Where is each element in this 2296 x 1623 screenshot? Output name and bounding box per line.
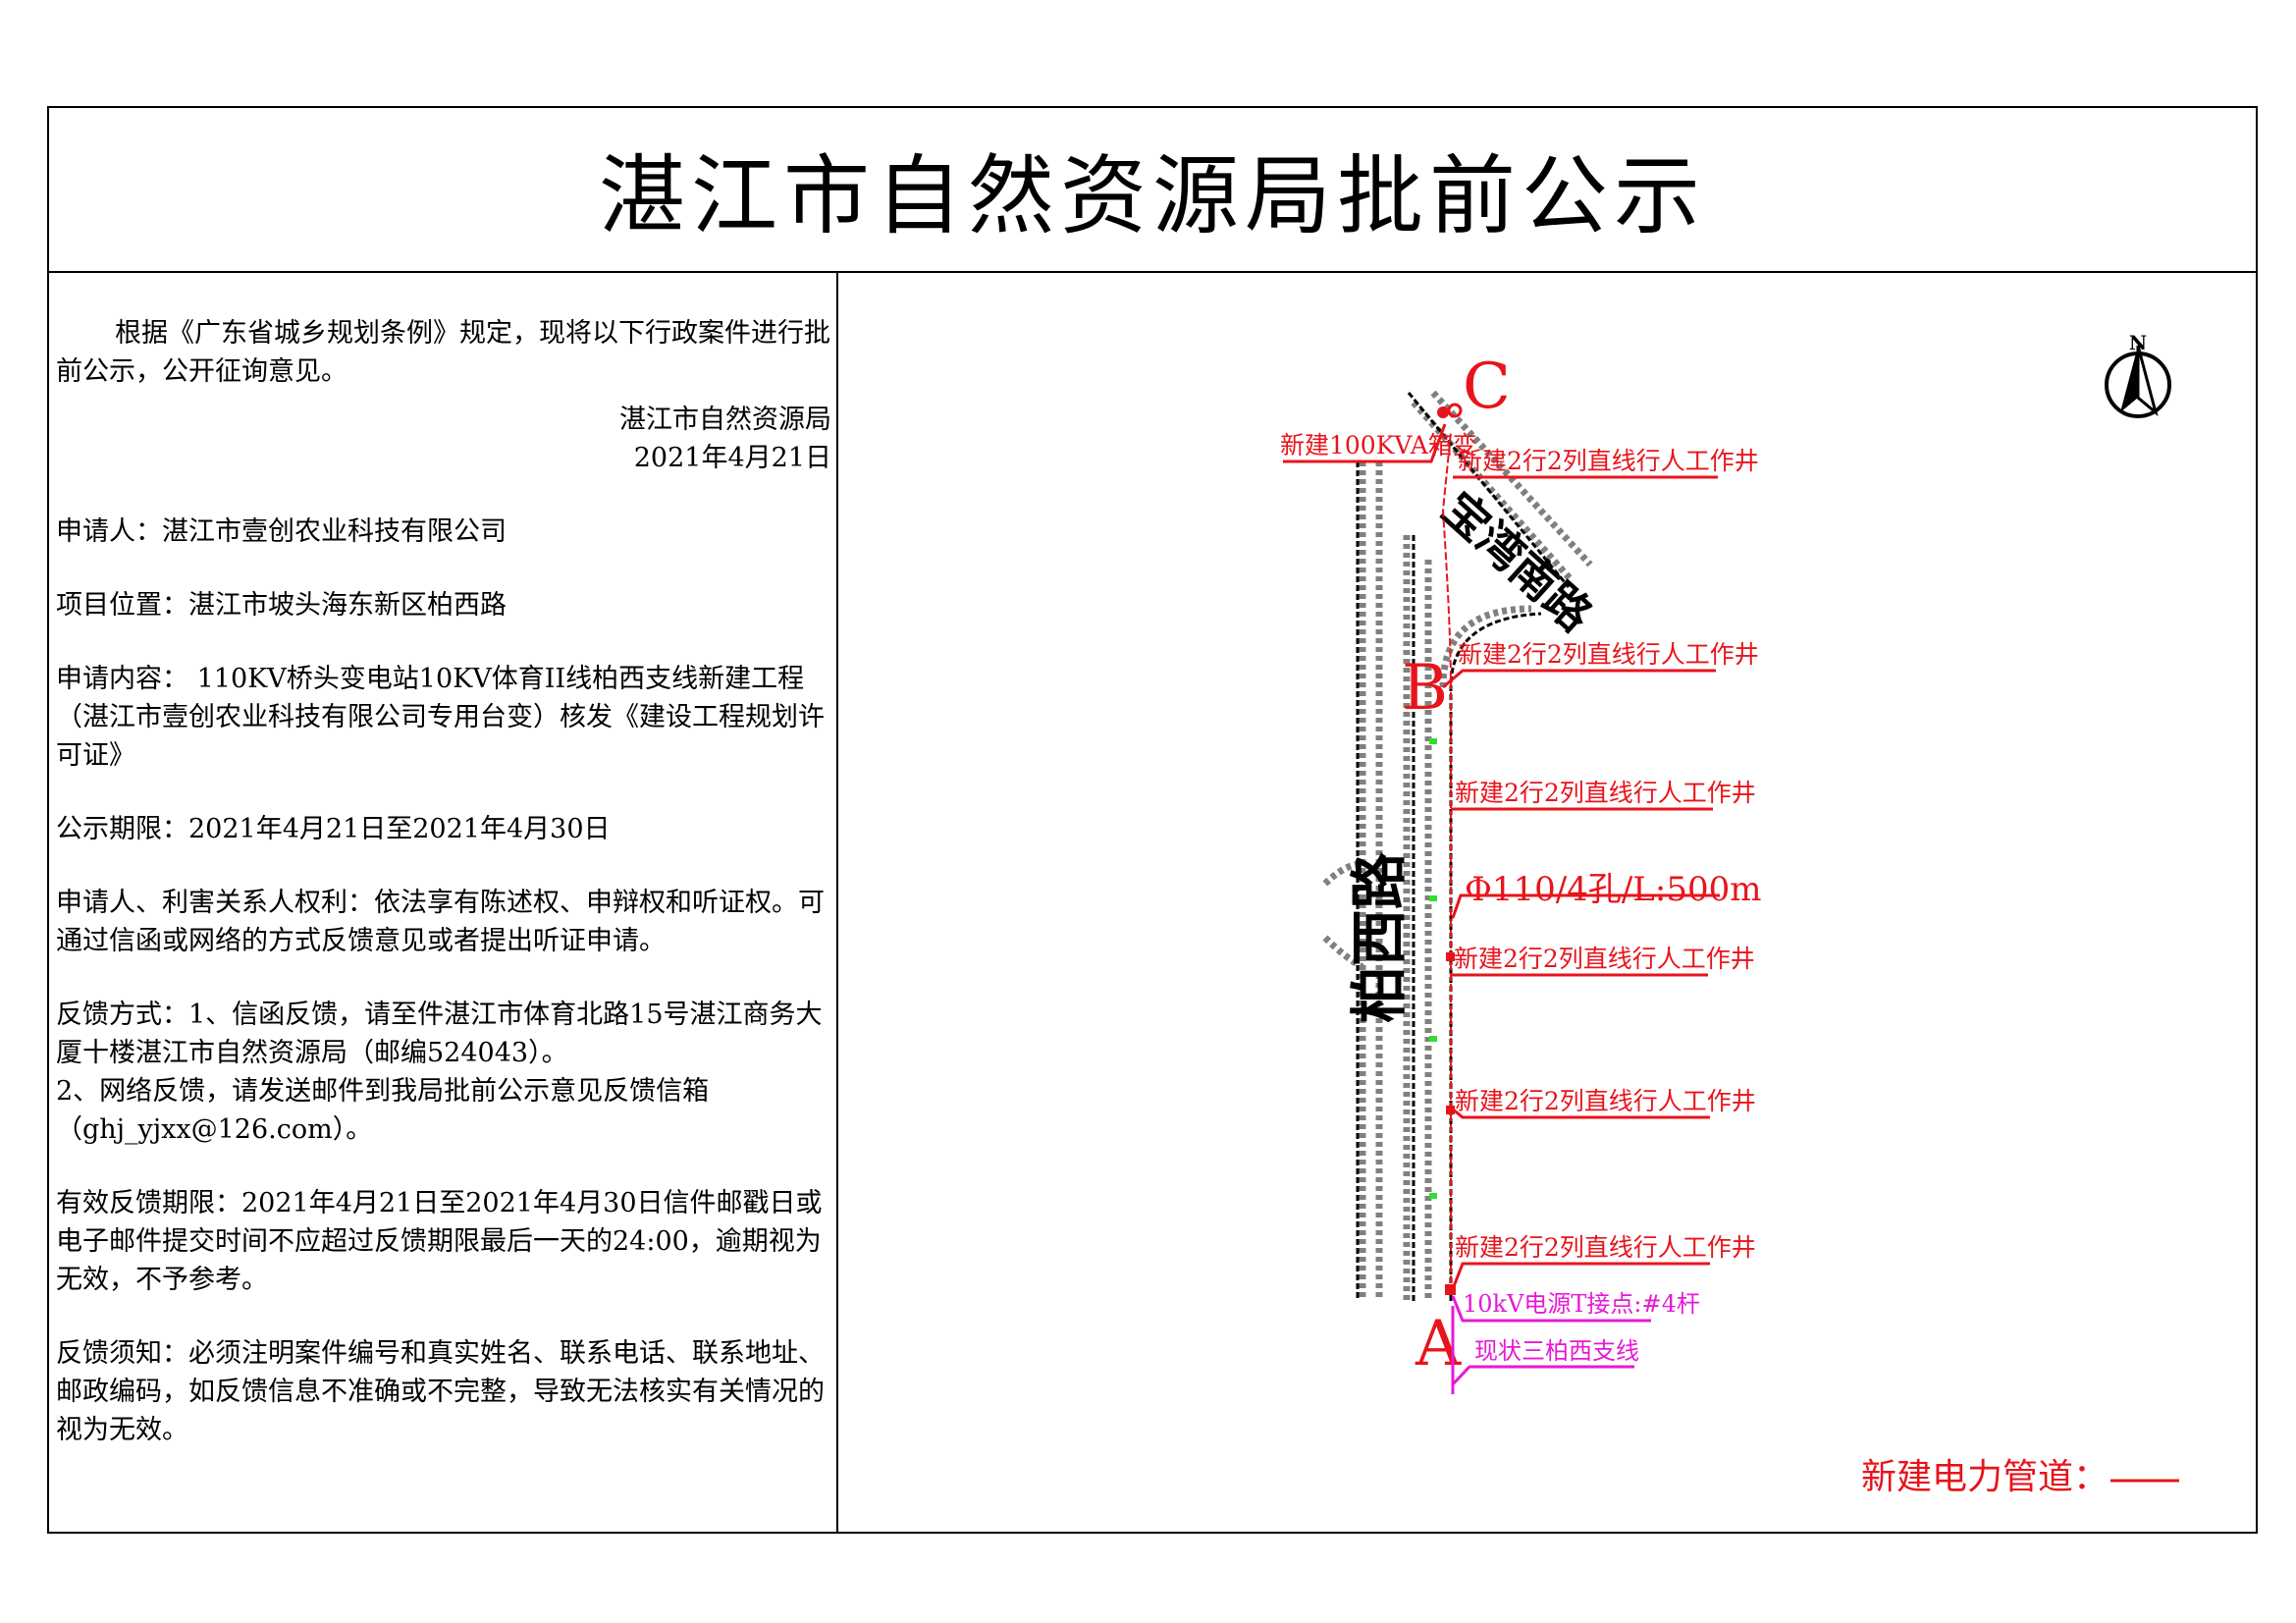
well-markers [1445,952,1456,1295]
new-power-line [1441,431,1452,1294]
pipe-spec-label: Φ110/4孔/L:500m [1465,870,1761,909]
green-markers [1429,738,1437,1199]
svg-text:新建2行2列直线行人工作井: 新建2行2列直线行人工作井 [1458,447,1759,475]
north-label: N [2129,331,2147,354]
feedback-notes: 反馈须知：必须注明案件编号和真实姓名、联系电话、联系地址、邮政编码，如反馈信息不… [56,1338,825,1445]
box-transformer-symbol [1437,406,1449,418]
well-label-2: 新建2行2列直线行人工作井 [1442,640,1759,689]
point-c-label: C [1463,351,1511,423]
box-transformer-label: 新建100KVA箱变 [1280,431,1477,460]
point-b-label: B [1402,652,1448,725]
road-label-vertical: 柏西路 [1346,851,1413,1023]
project-location: 项目位置：湛江市坡头海东新区柏西路 [56,590,507,621]
issuer: 湛江市自然资源局 [619,405,831,435]
feedback-deadline: 有效反馈期限：2021年4月21日至2021年4月30日信件邮戳日或电子邮件提交… [56,1188,823,1295]
feedback-method-1: 反馈方式：1、信函反馈，请至件湛江市体育北路15号湛江商务大厦十楼湛江市自然资源… [56,1000,823,1068]
svg-text:新建2行2列直线行人工作井: 新建2行2列直线行人工作井 [1455,779,1756,807]
notice-text: 根据《广东省城乡规划条例》规定，现将以下行政案件进行批前公示，公开征询意见。 湛… [56,314,831,1449]
column-divider [836,272,838,1534]
feedback-email[interactable]: （ghj_yjxx@126.com）。 [56,1114,373,1145]
road-edges [1322,390,1593,1301]
well-label-3: 新建2行2列直线行人工作井 [1451,779,1756,811]
title-row: 湛江市自然资源局批前公示 [47,106,2258,273]
well-label-5: 新建2行2列直线行人工作井 [1450,1087,1756,1119]
t-point-label: 10kV电源T接点:#4杆 [1463,1290,1700,1318]
well-label-1: 新建2行2列直线行人工作井 [1453,447,1759,479]
application-content: 申请内容： 110KV桥头变电站10KV体育II线柏西支线新建工程（湛江市壹创农… [56,664,825,771]
notice-frame [47,106,2258,1534]
existing-line-label: 现状三柏西支线 [1474,1337,1639,1365]
well-label-6: 新建2行2列直线行人工作井 [1449,1233,1756,1295]
public-period: 公示期限：2021年4月21日至2021年4月30日 [56,814,611,844]
legend-label: 新建电力管道： [1861,1457,2109,1497]
svg-text:新建2行2列直线行人工作井: 新建2行2列直线行人工作井 [1458,640,1759,669]
svg-text:新建2行2列直线行人工作井: 新建2行2列直线行人工作井 [1454,945,1755,973]
rights: 申请人、利害关系人权利：依法享有陈述权、申辩权和听证权。可通过信函或网络的方式反… [56,888,825,956]
intro-paragraph: 根据《广东省城乡规划条例》规定，现将以下行政案件进行批前公示，公开征询意见。 [56,318,830,387]
road-label-diagonal: 宝湾南路 [1432,481,1603,642]
svg-text:新建2行2列直线行人工作井: 新建2行2列直线行人工作井 [1455,1233,1756,1262]
issue-date: 2021年4月21日 [633,443,831,473]
feedback-method-2: 2、网络反馈，请发送邮件到我局批前公示意见反馈信箱 [56,1076,710,1107]
applicant: 申请人：湛江市壹创农业科技有限公司 [56,516,507,547]
svg-text:新建2行2列直线行人工作井: 新建2行2列直线行人工作井 [1455,1087,1756,1115]
page-title: 湛江市自然资源局批前公示 [598,144,1706,246]
point-a-label: A [1415,1308,1462,1380]
north-arrow-icon: N [2105,331,2171,418]
well-label-4: 新建2行2列直线行人工作井 [1451,945,1755,977]
